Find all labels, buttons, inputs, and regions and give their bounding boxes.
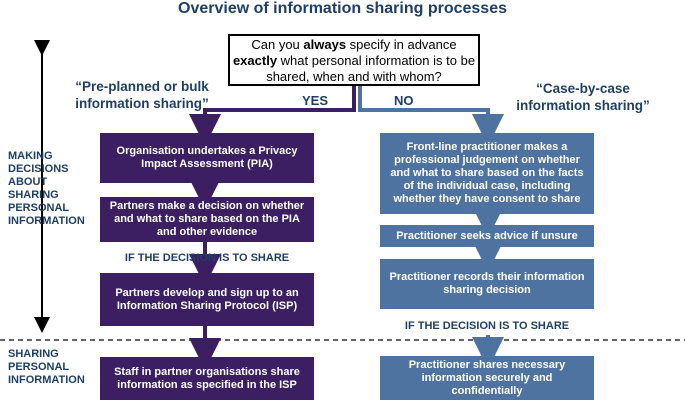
- diagram-title: Overview of information sharing processe…: [178, 0, 507, 17]
- decision-question: Can you always specify in advance exactl…: [228, 34, 480, 86]
- side-label-making-decisions: MAKING DECISIONS ABOUT SHARING PERSONAL …: [8, 150, 85, 227]
- question-text-2: specify in advance: [346, 37, 457, 52]
- left-step-isp: Partners develop and sign up to an Infor…: [100, 273, 314, 326]
- left-step-pia: Organisation undertakes a Privacy Impact…: [100, 133, 314, 183]
- left-step-partners-decide: Partners make a decision on whether and …: [100, 197, 314, 242]
- left-condition: IF THE DECISION IS TO SHARE: [124, 252, 290, 264]
- no-path: [358, 86, 504, 146]
- question-emphasis-always: always: [303, 37, 347, 52]
- question-text-3: what personal information is to be share…: [266, 53, 476, 84]
- no-label: NO: [394, 93, 414, 108]
- side-label-sharing: SHARING PERSONAL INFORMATION: [8, 348, 85, 386]
- right-heading: “Case-by-case information sharing”: [516, 81, 650, 113]
- question-text-1: Can you: [251, 37, 304, 52]
- question-emphasis-exactly: exactly: [232, 53, 278, 68]
- right-step-share-securely: Practitioner shares necessary informatio…: [380, 356, 594, 400]
- right-step-record-decision: Practitioner records their information s…: [380, 259, 594, 309]
- left-heading: “Pre-planned or bulk information sharing…: [75, 79, 209, 111]
- yes-path: [189, 86, 356, 146]
- right-step-judgement: Front-line practitioner makes a professi…: [380, 133, 594, 214]
- yes-label: YES: [302, 93, 329, 108]
- right-step-seek-advice: Practitioner seeks advice if unsure: [380, 225, 594, 247]
- left-step-staff-share: Staff in partner organisations share inf…: [100, 357, 314, 400]
- right-condition: IF THE DECISION IS TO SHARE: [404, 320, 570, 332]
